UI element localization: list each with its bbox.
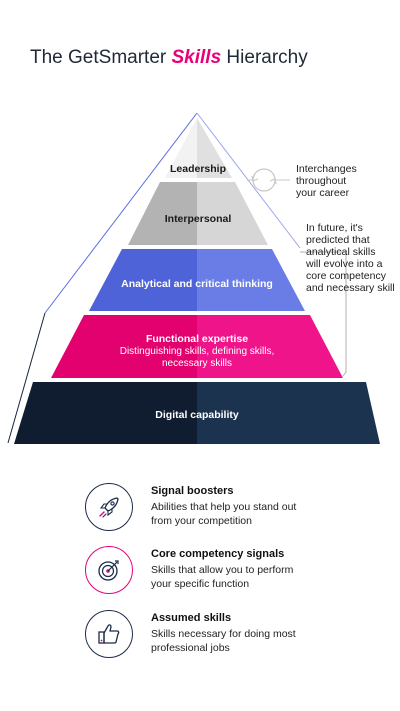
layer-leadership-label: Leadership (170, 163, 226, 175)
layer-functional-label: Functional expertise (146, 333, 248, 345)
legend-assumed-skills: Assumed skills Skills necessary for doin… (85, 610, 385, 666)
legend-signal-boosters-desc: Abilities that help you stand out from y… (151, 501, 297, 527)
future-line-4: will evolve into a (306, 258, 383, 270)
legend-core-competency-title: Core competency signals (151, 548, 285, 560)
rocket-icon (99, 497, 119, 518)
legend-core-competency-desc: Skills that allow you to perform your sp… (151, 564, 294, 590)
page-title: The GetSmarter Skills Hierarchy (30, 47, 308, 69)
legend-core-competency: Core competency signals Skills that allo… (85, 546, 385, 602)
cycle-icon (251, 168, 277, 192)
layer-functional: Functional expertise Distinguishing skil… (51, 315, 343, 378)
layer-digital: Digital capability (14, 382, 380, 444)
layer-interpersonal: Interpersonal (128, 182, 268, 245)
future-line-5: core competency (306, 270, 386, 282)
future-line-2: predicted that (306, 234, 370, 246)
thumbs-up-icon (98, 624, 120, 644)
title-prefix: The GetSmarter (30, 47, 172, 68)
title-accent: Skills (171, 47, 222, 68)
legend-circle-target (85, 546, 133, 594)
legend-signal-boosters-title: Signal boosters (151, 485, 234, 497)
legend-assumed-skills-title: Assumed skills (151, 612, 232, 624)
pyramid-left-edge (44, 112, 198, 314)
future-line-6: and necessary skill (306, 282, 395, 294)
layer-functional-sublabel-2: necessary skills (162, 358, 232, 369)
legend-assumed-skills-desc: Skills necessary for doing most professi… (151, 628, 296, 654)
future-note: In future, it's predicted that analytica… (306, 222, 395, 294)
interchanges-line-1: Interchanges (296, 163, 357, 175)
legend-circle-rocket (85, 483, 133, 531)
future-line-1: In future, it's (306, 222, 363, 234)
title-suffix: Hierarchy (221, 47, 308, 68)
target-icon (98, 560, 119, 581)
legend-circle-thumbs (85, 610, 133, 658)
future-line-3: analytical skills (306, 246, 376, 258)
pyramid-left-edge-lower (7, 312, 46, 444)
layer-functional-sublabel-1: Distinguishing skills, defining skills, (120, 346, 275, 357)
layer-analytical: Analytical and critical thinking (89, 249, 305, 311)
interchanges-line-3: your career (296, 187, 350, 199)
legend-signal-boosters: Signal boosters Abilities that help you … (85, 483, 385, 539)
layer-analytical-label: Analytical and critical thinking (121, 278, 273, 290)
pyramid-diagram: Leadership Interpersonal Analytical and … (7, 112, 380, 444)
layer-interpersonal-label: Interpersonal (165, 213, 232, 225)
interchanges-line-2: throughout (296, 175, 347, 187)
layer-digital-label: Digital capability (155, 409, 239, 421)
interchanges-note: Interchanges throughout your career (296, 163, 357, 199)
layer-leadership: Leadership (165, 118, 232, 178)
future-note-bracket (300, 251, 347, 377)
